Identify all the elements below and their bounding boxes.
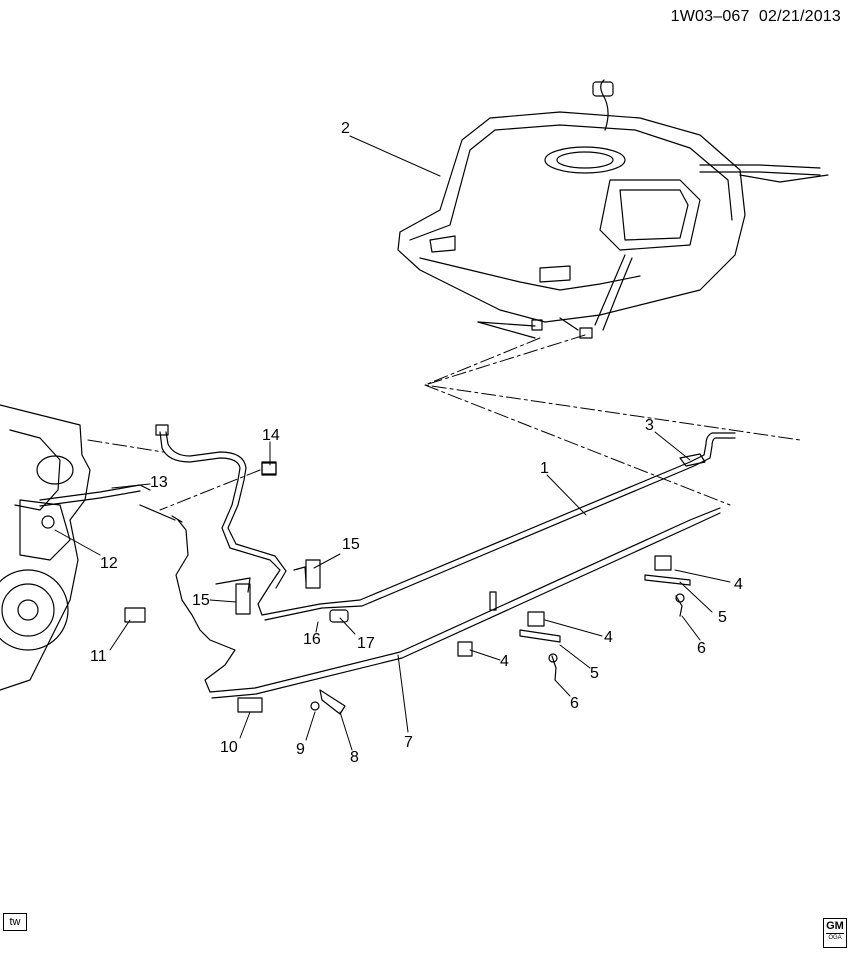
callout-11: 11: [90, 648, 107, 665]
diagram-date: 02/21/2013: [758, 8, 841, 25]
callout-8: 8: [350, 749, 359, 766]
bracket-5a: [644, 574, 691, 586]
tw-badge: tw: [3, 913, 27, 931]
diagram-code: 1W03–067: [670, 8, 750, 25]
callout-4-c: 4: [500, 653, 509, 670]
fuel-tank: [397, 79, 829, 339]
callout-2: 2: [341, 120, 350, 137]
clip-11: [124, 607, 146, 623]
clip-4c: [457, 641, 473, 657]
clip-15b: [305, 559, 321, 589]
bolt-6b: [548, 653, 558, 681]
fuel-return-pipe: [139, 504, 721, 699]
diagram-id-header: 1W03–067 02/21/2013: [671, 8, 841, 26]
clip-4b: [527, 611, 545, 627]
clip-12: [41, 515, 55, 529]
callout-10: 10: [220, 739, 238, 756]
projection-lines: [87, 334, 801, 511]
connector-16: [329, 609, 349, 623]
clip-10: [237, 697, 263, 713]
callout-12: 12: [100, 555, 118, 572]
callout-5-a: 5: [718, 609, 727, 626]
callout-4-a: 4: [734, 576, 743, 593]
callout-1: 1: [540, 460, 549, 477]
callout-16: 16: [303, 631, 321, 648]
callout-6-b: 6: [570, 695, 579, 712]
gm-logo: GM OGA: [823, 918, 847, 948]
bolt-9: [310, 701, 320, 711]
leader-lines: [54, 135, 731, 751]
clip-3: [679, 453, 706, 467]
callout-15-b: 15: [192, 592, 210, 609]
callout-9: 9: [296, 741, 305, 758]
clip-15a: [235, 583, 251, 615]
gm-logo-sub: OGA: [826, 933, 844, 942]
engine-assembly: [0, 404, 151, 691]
callout-13: 13: [150, 474, 168, 491]
gm-logo-text: GM: [826, 920, 844, 932]
callout-17: 17: [357, 635, 375, 652]
tab-upright: [489, 591, 497, 611]
callout-7: 7: [404, 734, 413, 751]
callout-14: 14: [262, 427, 280, 444]
callout-5-b: 5: [590, 665, 599, 682]
fuel-feed-pipe: [155, 424, 736, 621]
clip-4a: [654, 555, 672, 571]
callout-labels: 2 1 3 4 5 6 4 5 6 4 7 8 9 10 11 12 13 14…: [90, 120, 743, 766]
bolt-6a: [675, 593, 685, 617]
bracket-5b: [519, 629, 561, 643]
callout-15-a: 15: [342, 536, 360, 553]
bracket-8: [319, 689, 346, 715]
callout-3: 3: [645, 417, 654, 434]
callout-4-b: 4: [604, 629, 613, 646]
callout-6-a: 6: [697, 640, 706, 657]
clip-14: [261, 462, 277, 476]
